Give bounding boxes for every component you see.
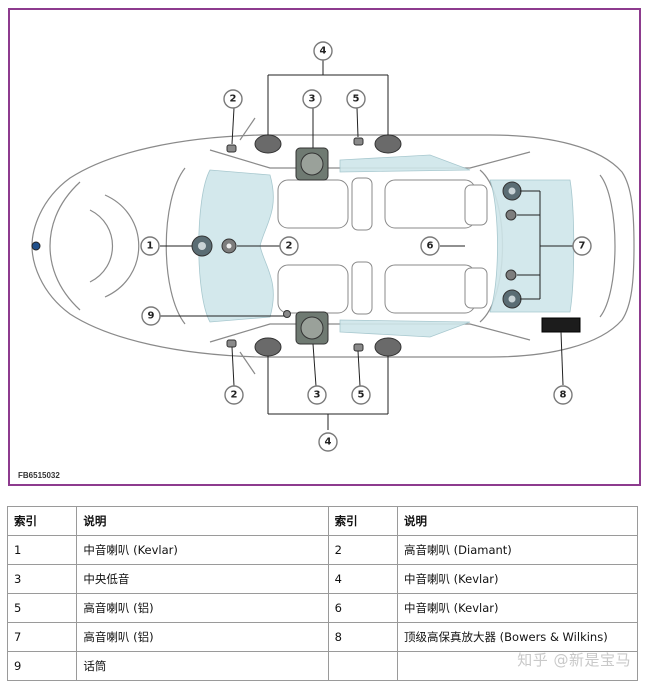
svg-text:6: 6	[427, 241, 434, 252]
svg-text:8: 8	[560, 390, 567, 401]
callout-5-top: 5	[346, 89, 366, 109]
description-cell: 高音喇叭 (Diamant)	[397, 535, 638, 565]
speaker-5-door-tweeters	[353, 137, 364, 352]
description-cell: 中音喇叭 (Kevlar)	[76, 535, 329, 565]
header-description: 说明	[76, 506, 329, 536]
index-cell: 2	[327, 535, 399, 565]
description-cell: 中央低音	[76, 564, 329, 594]
description-cell: 中音喇叭 (Kevlar)	[397, 564, 638, 594]
header-index: 索引	[327, 506, 399, 536]
speaker-1-front-midrange	[191, 235, 213, 257]
speaker-4-door-midrange-fl	[254, 134, 282, 154]
description-cell: 高音喇叭 (铝)	[76, 593, 329, 623]
svg-text:4: 4	[325, 437, 332, 448]
leader-lines	[160, 60, 573, 430]
description-cell: 话筒	[76, 651, 329, 681]
callout-2-top: 2	[223, 89, 243, 109]
table-row: 3 中央低音 4 中音喇叭 (Kevlar)	[6, 564, 638, 594]
legend-table: 索引 说明 索引 说明 1 中音喇叭 (Kevlar) 2 高音喇叭 (Diam…	[6, 506, 638, 681]
bmw-logo	[31, 241, 41, 251]
index-cell: 5	[6, 593, 78, 623]
callout-6: 6	[420, 236, 440, 256]
index-cell: 4	[327, 564, 399, 594]
svg-text:7: 7	[579, 241, 586, 252]
speaker-4-door-midrange-fr	[254, 337, 282, 357]
index-cell: 3	[6, 564, 78, 594]
svg-text:2: 2	[231, 390, 238, 401]
index-cell: 7	[6, 622, 78, 652]
index-cell: 6	[327, 593, 399, 623]
callout-3-bottom: 3	[307, 385, 327, 405]
svg-text:1: 1	[147, 241, 154, 252]
callout-8: 8	[553, 385, 573, 405]
index-cell: 9	[6, 651, 78, 681]
description-cell: 中音喇叭 (Kevlar)	[397, 593, 638, 623]
figure-code: FB6515032	[18, 471, 60, 480]
callout-9: 9	[141, 306, 161, 326]
speaker-4-door-midrange-rl	[374, 134, 402, 154]
index-cell: 8	[327, 622, 399, 652]
speaker-4-door-midrange-rr	[374, 337, 402, 357]
svg-text:2: 2	[286, 241, 293, 252]
description-cell	[397, 651, 638, 681]
index-cell: 1	[6, 535, 78, 565]
amplifier-8	[541, 317, 581, 333]
svg-text:9: 9	[148, 311, 155, 322]
header-index: 索引	[6, 506, 78, 536]
svg-text:3: 3	[309, 94, 316, 105]
svg-text:5: 5	[353, 94, 360, 105]
speaker-2-center-tweeter	[221, 238, 237, 254]
svg-text:2: 2	[230, 94, 237, 105]
svg-text:5: 5	[358, 390, 365, 401]
callout-5-bottom: 5	[351, 385, 371, 405]
svg-text:3: 3	[314, 390, 321, 401]
table-row: 5 高音喇叭 (铝) 6 中音喇叭 (Kevlar)	[6, 593, 638, 623]
table-row: 1 中音喇叭 (Kevlar) 2 高音喇叭 (Diamant)	[6, 535, 638, 565]
microphone-9	[283, 310, 291, 318]
callout-2-bottom: 2	[224, 385, 244, 405]
callout-7: 7	[572, 236, 592, 256]
car-speaker-diagram: 4 3 2 5 1 2 6 7 9 2 3 5 8 4	[31, 41, 635, 452]
header-description: 说明	[397, 506, 638, 536]
table-row: 7 高音喇叭 (铝) 8 顶级高保真放大器 (Bowers & Wilkins)	[6, 622, 638, 652]
table-row: 9 话筒	[6, 651, 638, 681]
legend-header-row: 索引 说明 索引 说明	[6, 506, 638, 536]
watermark: 知乎 @新是宝马	[517, 651, 631, 669]
index-cell	[327, 651, 399, 681]
callout-2-center: 2	[279, 236, 299, 256]
speaker-3-subwoofer-left	[295, 147, 329, 181]
speaker-3-subwoofer-right	[295, 311, 329, 345]
description-cell: 高音喇叭 (铝)	[76, 622, 329, 652]
description-cell: 顶级高保真放大器 (Bowers & Wilkins)	[397, 622, 638, 652]
speaker-layout-figure: 4 3 2 5 1 2 6 7 9 2 3 5 8 4 FB6515032	[8, 8, 641, 486]
callout-3-top: 3	[302, 89, 322, 109]
speaker-7-rear-shelf	[502, 181, 522, 309]
callout-4-bottom: 4	[318, 432, 338, 452]
callout-4-top: 4	[313, 41, 333, 61]
callout-1: 1	[140, 236, 160, 256]
seats	[277, 177, 488, 315]
speaker-2-mirror-tweeters	[226, 144, 237, 348]
svg-text:4: 4	[320, 46, 327, 57]
